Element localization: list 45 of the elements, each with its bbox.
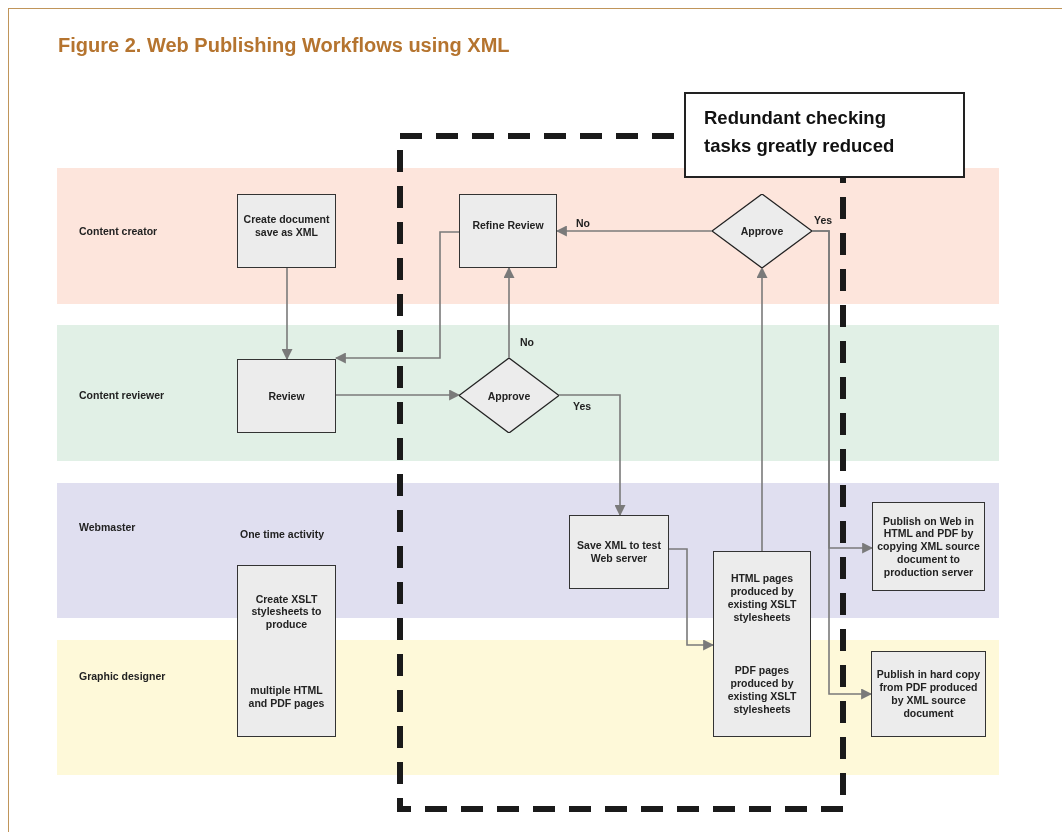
edge-label: No [576,217,590,229]
lane-label: Graphic designer [79,670,166,682]
step-text: multiple HTML and PDF pages [247,683,326,710]
process-box [459,194,557,268]
lane-label: Content reviewer [79,389,165,401]
decision-label: Approve [487,389,531,402]
step-text: HTML pages produced by existing XSLT stylesheets [726,572,798,624]
edge-label: Yes [814,214,833,226]
step-text: Save XML to test Web server [576,539,662,565]
step-text: Create XSLT stylesheets to produce [250,592,323,631]
edge-label: No [520,336,534,348]
arrow [334,231,460,364]
decision-diamond [459,358,559,433]
swimlane-band [57,325,999,461]
process-box [237,565,336,737]
edge-label: Yes [573,400,592,412]
lane-label: Webmaster [79,521,136,533]
process-box [872,502,985,591]
step-text: Review [267,389,306,403]
process-box [871,651,986,737]
process-box [713,551,811,737]
step-text: PDF pages produced by existing XSLT stylesheets [726,664,798,716]
swimlane-band [57,168,999,304]
figure-title: Figure 2. Web Publishing Workflows using XML [58,34,510,57]
callout-box [684,92,965,178]
arrow [811,230,873,700]
arrow [756,266,768,552]
step-text: Publish in hard copy from PDF produced by XML source document [875,668,982,720]
arrow [558,394,626,517]
process-box [569,515,669,589]
arrow [555,225,713,237]
step-text: Create document save as XML [242,213,331,239]
arrow [503,266,515,359]
decision-diamond [712,194,812,268]
arrow [281,267,293,361]
decision-label: Approve [740,225,784,237]
process-box [237,194,336,268]
step-text: Publish on Web in HTML and PDF by copying XML source document to production server [876,514,981,579]
note-text: One time activity [240,528,325,540]
callout-text: Redundant checking tasks greatly reduced [704,106,896,158]
arrow [335,389,461,401]
process-box [237,359,336,433]
arrow [668,548,715,651]
lane-label: Content creator [79,225,158,237]
step-text: Refine Review [471,219,545,232]
